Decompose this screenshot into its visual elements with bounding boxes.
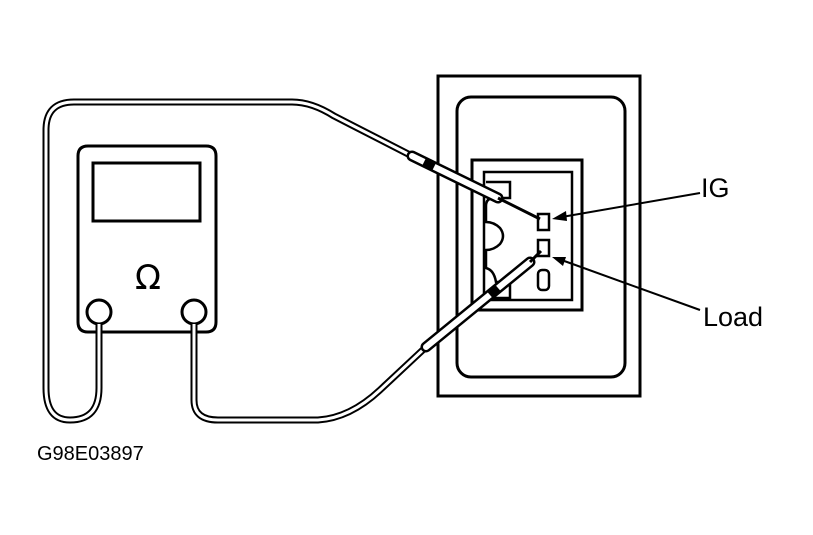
relay-connector: [436, 74, 642, 398]
connector-latch: [484, 180, 512, 300]
arrowhead-load: [552, 257, 566, 266]
ohmmeter-body: [76, 144, 218, 334]
test-leads: [42, 98, 429, 424]
figure-code: G98E03897: [37, 443, 144, 465]
probe-load-tip: [528, 249, 543, 264]
jack-right: [180, 298, 208, 326]
label-ig: IG: [701, 173, 730, 203]
lead-load-wire: [190, 324, 429, 424]
ohmmeter-symbol: Ω: [135, 258, 161, 298]
relay-housing-inner: [455, 95, 627, 379]
probe-ig: [406, 150, 541, 221]
callout-leaders: [555, 192, 701, 311]
ohmmeter: Ω: [76, 144, 218, 334]
terminal-load: [536, 238, 551, 258]
leader-load: [555, 257, 701, 311]
probe-ig-tip: [497, 196, 541, 221]
lead-ig-wire: [42, 98, 416, 424]
terminal-block-frame: [470, 158, 584, 312]
terminal-ig: [536, 212, 551, 232]
relay-housing-outer: [436, 74, 642, 398]
terminal-third: [536, 268, 551, 292]
jack-left: [85, 298, 113, 326]
label-load: Load: [703, 302, 763, 332]
ohmmeter-display: [91, 161, 202, 223]
probe-ig-band: [422, 158, 436, 171]
arrowhead-ig: [552, 211, 567, 221]
terminal-block-inner: [482, 170, 574, 302]
leader-ig: [555, 192, 701, 219]
probe-load: [420, 249, 543, 353]
probe-load-band: [487, 285, 501, 298]
